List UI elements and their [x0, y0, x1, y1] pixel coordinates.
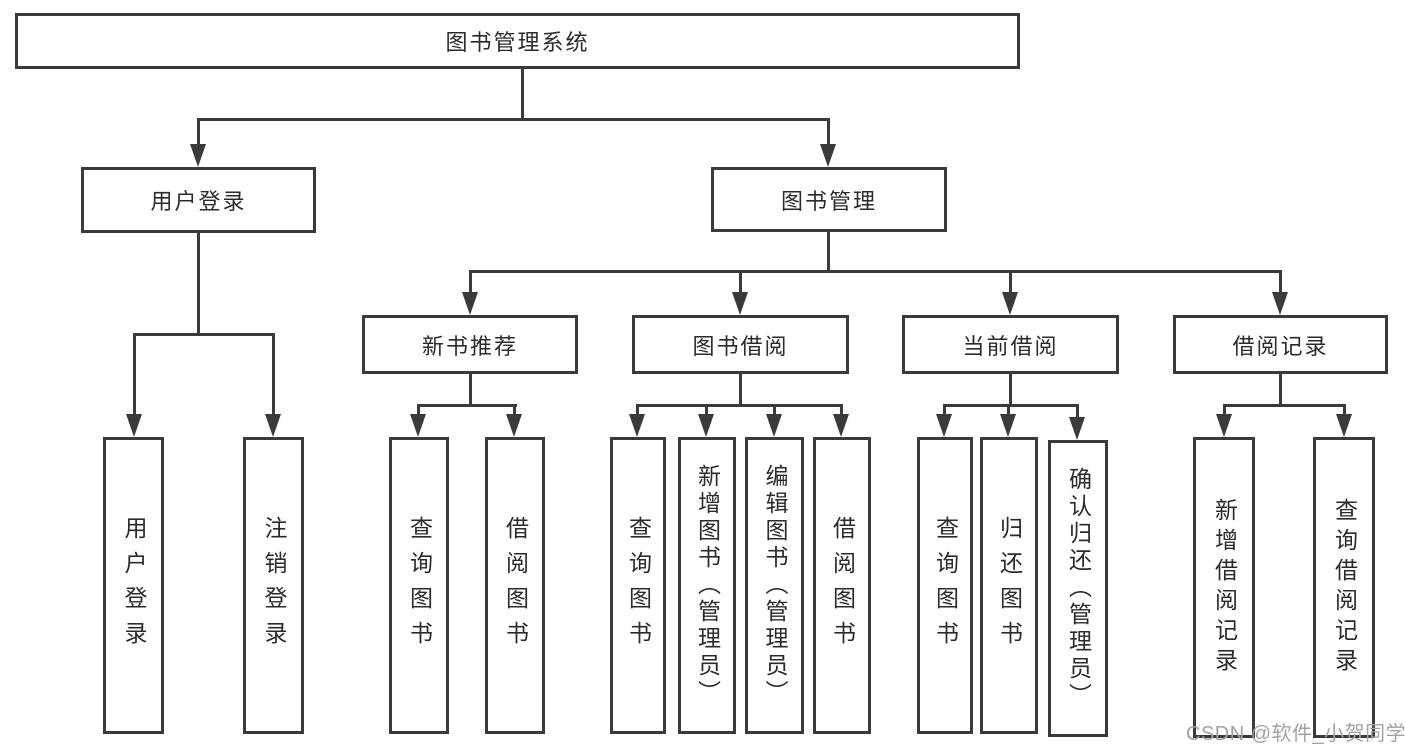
connector-currentborrow-horizontal	[943, 404, 1079, 407]
leaf-label: 借阅图书	[502, 515, 529, 656]
connector-root-horizontal	[197, 118, 830, 121]
leaf-label: 查询图书	[932, 515, 959, 656]
arrowhead-new-book	[462, 292, 478, 315]
arrowhead-leaf-login	[126, 414, 142, 437]
connector-stem	[1343, 404, 1346, 417]
node-book-borrow: 图书借阅	[632, 315, 849, 374]
connector-bookborrow-vertical	[739, 373, 742, 407]
node-user-login: 用户登录	[81, 167, 316, 233]
connector-stem-new-book	[469, 270, 472, 294]
arrowhead-leaf-confirm-return	[1069, 417, 1085, 440]
leaf-query-borrow-record: 查询借阅记录	[1313, 437, 1375, 738]
connector-bookmgmt-vertical	[827, 232, 830, 273]
leaf-label: 注销登录	[261, 515, 287, 656]
connector-bookmgmt-horizontal	[469, 270, 1282, 273]
leaf-label: 查询图书	[625, 515, 652, 656]
node-label: 当前借阅	[962, 333, 1059, 359]
leaf-query-books-3: 查询图书	[917, 437, 973, 734]
arrowhead-leaf-add-books	[698, 414, 714, 437]
leaf-borrow-books-2: 借阅图书	[813, 437, 871, 734]
connector-stem	[513, 404, 516, 417]
connector-stem	[417, 404, 420, 417]
leaf-label: 查询借阅记录	[1331, 497, 1358, 678]
connector-bookborrow-horizontal	[636, 404, 843, 407]
arrowhead-book-management	[820, 144, 836, 167]
connector-newbook-vertical	[469, 373, 472, 407]
arrowhead-leaf-query-books-2	[629, 414, 645, 437]
node-new-book-recommend: 新书推荐	[362, 315, 578, 374]
leaf-add-borrow-record: 新增借阅记录	[1193, 437, 1255, 738]
arrowhead-leaf-return-books	[1000, 414, 1016, 437]
leaf-logout: 注销登录	[243, 437, 304, 734]
leaf-label: 查询图书	[406, 515, 433, 656]
leaf-query-books-1: 查询图书	[389, 437, 449, 734]
connector-stem-book-management	[827, 118, 830, 146]
arrowhead-leaf-query-record	[1336, 414, 1352, 437]
arrowhead-leaf-add-record	[1216, 414, 1232, 437]
connector-stem	[943, 404, 946, 417]
node-book-management: 图书管理	[711, 167, 947, 232]
leaf-return-books: 归还图书	[980, 437, 1038, 734]
connector-stem	[1076, 404, 1079, 419]
arrowhead-book-borrow	[732, 292, 748, 315]
leaf-label: 用户登录	[121, 515, 147, 656]
node-current-borrow: 当前借阅	[902, 315, 1119, 374]
arrowhead-leaf-query-books-1	[410, 414, 426, 437]
connector-stem	[1223, 404, 1226, 417]
node-borrow-records: 借阅记录	[1173, 315, 1388, 374]
connector-stem-book-borrow	[739, 270, 742, 294]
arrowhead-leaf-query-books-3	[936, 414, 952, 437]
connector-currentborrow-vertical	[1009, 373, 1012, 407]
arrowhead-leaf-borrow-books-2	[833, 414, 849, 437]
connector-stem-current-borrow	[1009, 270, 1012, 294]
connector-root-vertical	[521, 68, 524, 120]
arrowhead-leaf-borrow-books-1	[506, 414, 522, 437]
arrowhead-user-login	[190, 144, 206, 167]
connector-stem	[1007, 404, 1010, 417]
arrowhead-leaf-logout	[265, 414, 281, 437]
connector-stem-leaf-logout	[272, 333, 275, 416]
connector-userlogin-vertical	[197, 233, 200, 336]
connector-stem-leaf-login	[133, 333, 136, 416]
leaf-user-login: 用户登录	[103, 437, 164, 734]
leaf-borrow-books-1: 借阅图书	[485, 437, 545, 734]
leaf-add-books-admin: 新增图书（管理员）	[678, 437, 736, 734]
leaf-confirm-return-admin: 确认归还（管理员）	[1048, 440, 1108, 737]
arrowhead-current-borrow	[1002, 292, 1018, 315]
leaf-edit-books-admin: 编辑图书（管理员）	[745, 437, 804, 734]
leaf-label: 新增图书（管理员）	[694, 464, 721, 707]
connector-stem	[840, 404, 843, 417]
node-label: 借阅记录	[1232, 333, 1329, 359]
leaf-label: 编辑图书（管理员）	[762, 464, 788, 707]
connector-stem	[636, 404, 639, 417]
leaf-label: 归还图书	[996, 515, 1023, 656]
leaf-label: 新增借阅记录	[1211, 497, 1238, 678]
node-library-management-system: 图书管理系统	[15, 13, 1020, 69]
connector-records-horizontal	[1223, 404, 1346, 407]
connector-userlogin-horizontal	[133, 333, 275, 336]
leaf-label: 借阅图书	[829, 515, 856, 656]
arrowhead-borrow-records	[1272, 292, 1288, 315]
node-label: 用户登录	[150, 189, 247, 214]
connector-records-vertical	[1279, 373, 1282, 407]
node-label: 新书推荐	[421, 333, 518, 359]
connector-stem	[773, 404, 776, 417]
node-label: 图书借阅	[692, 333, 789, 359]
leaf-query-books-2: 查询图书	[610, 437, 666, 734]
arrowhead-leaf-edit-books	[766, 414, 782, 437]
csdn-watermark: CSDN @软件_小贺同学	[1186, 723, 1405, 745]
connector-stem-borrow-records	[1279, 270, 1282, 294]
connector-stem	[705, 404, 708, 417]
leaf-label: 确认归还（管理员）	[1065, 467, 1092, 710]
node-label: 图书管理	[780, 188, 877, 214]
connector-newbook-horizontal	[417, 404, 517, 407]
connector-stem-user-login	[197, 118, 200, 146]
node-label: 图书管理系统	[445, 30, 590, 55]
